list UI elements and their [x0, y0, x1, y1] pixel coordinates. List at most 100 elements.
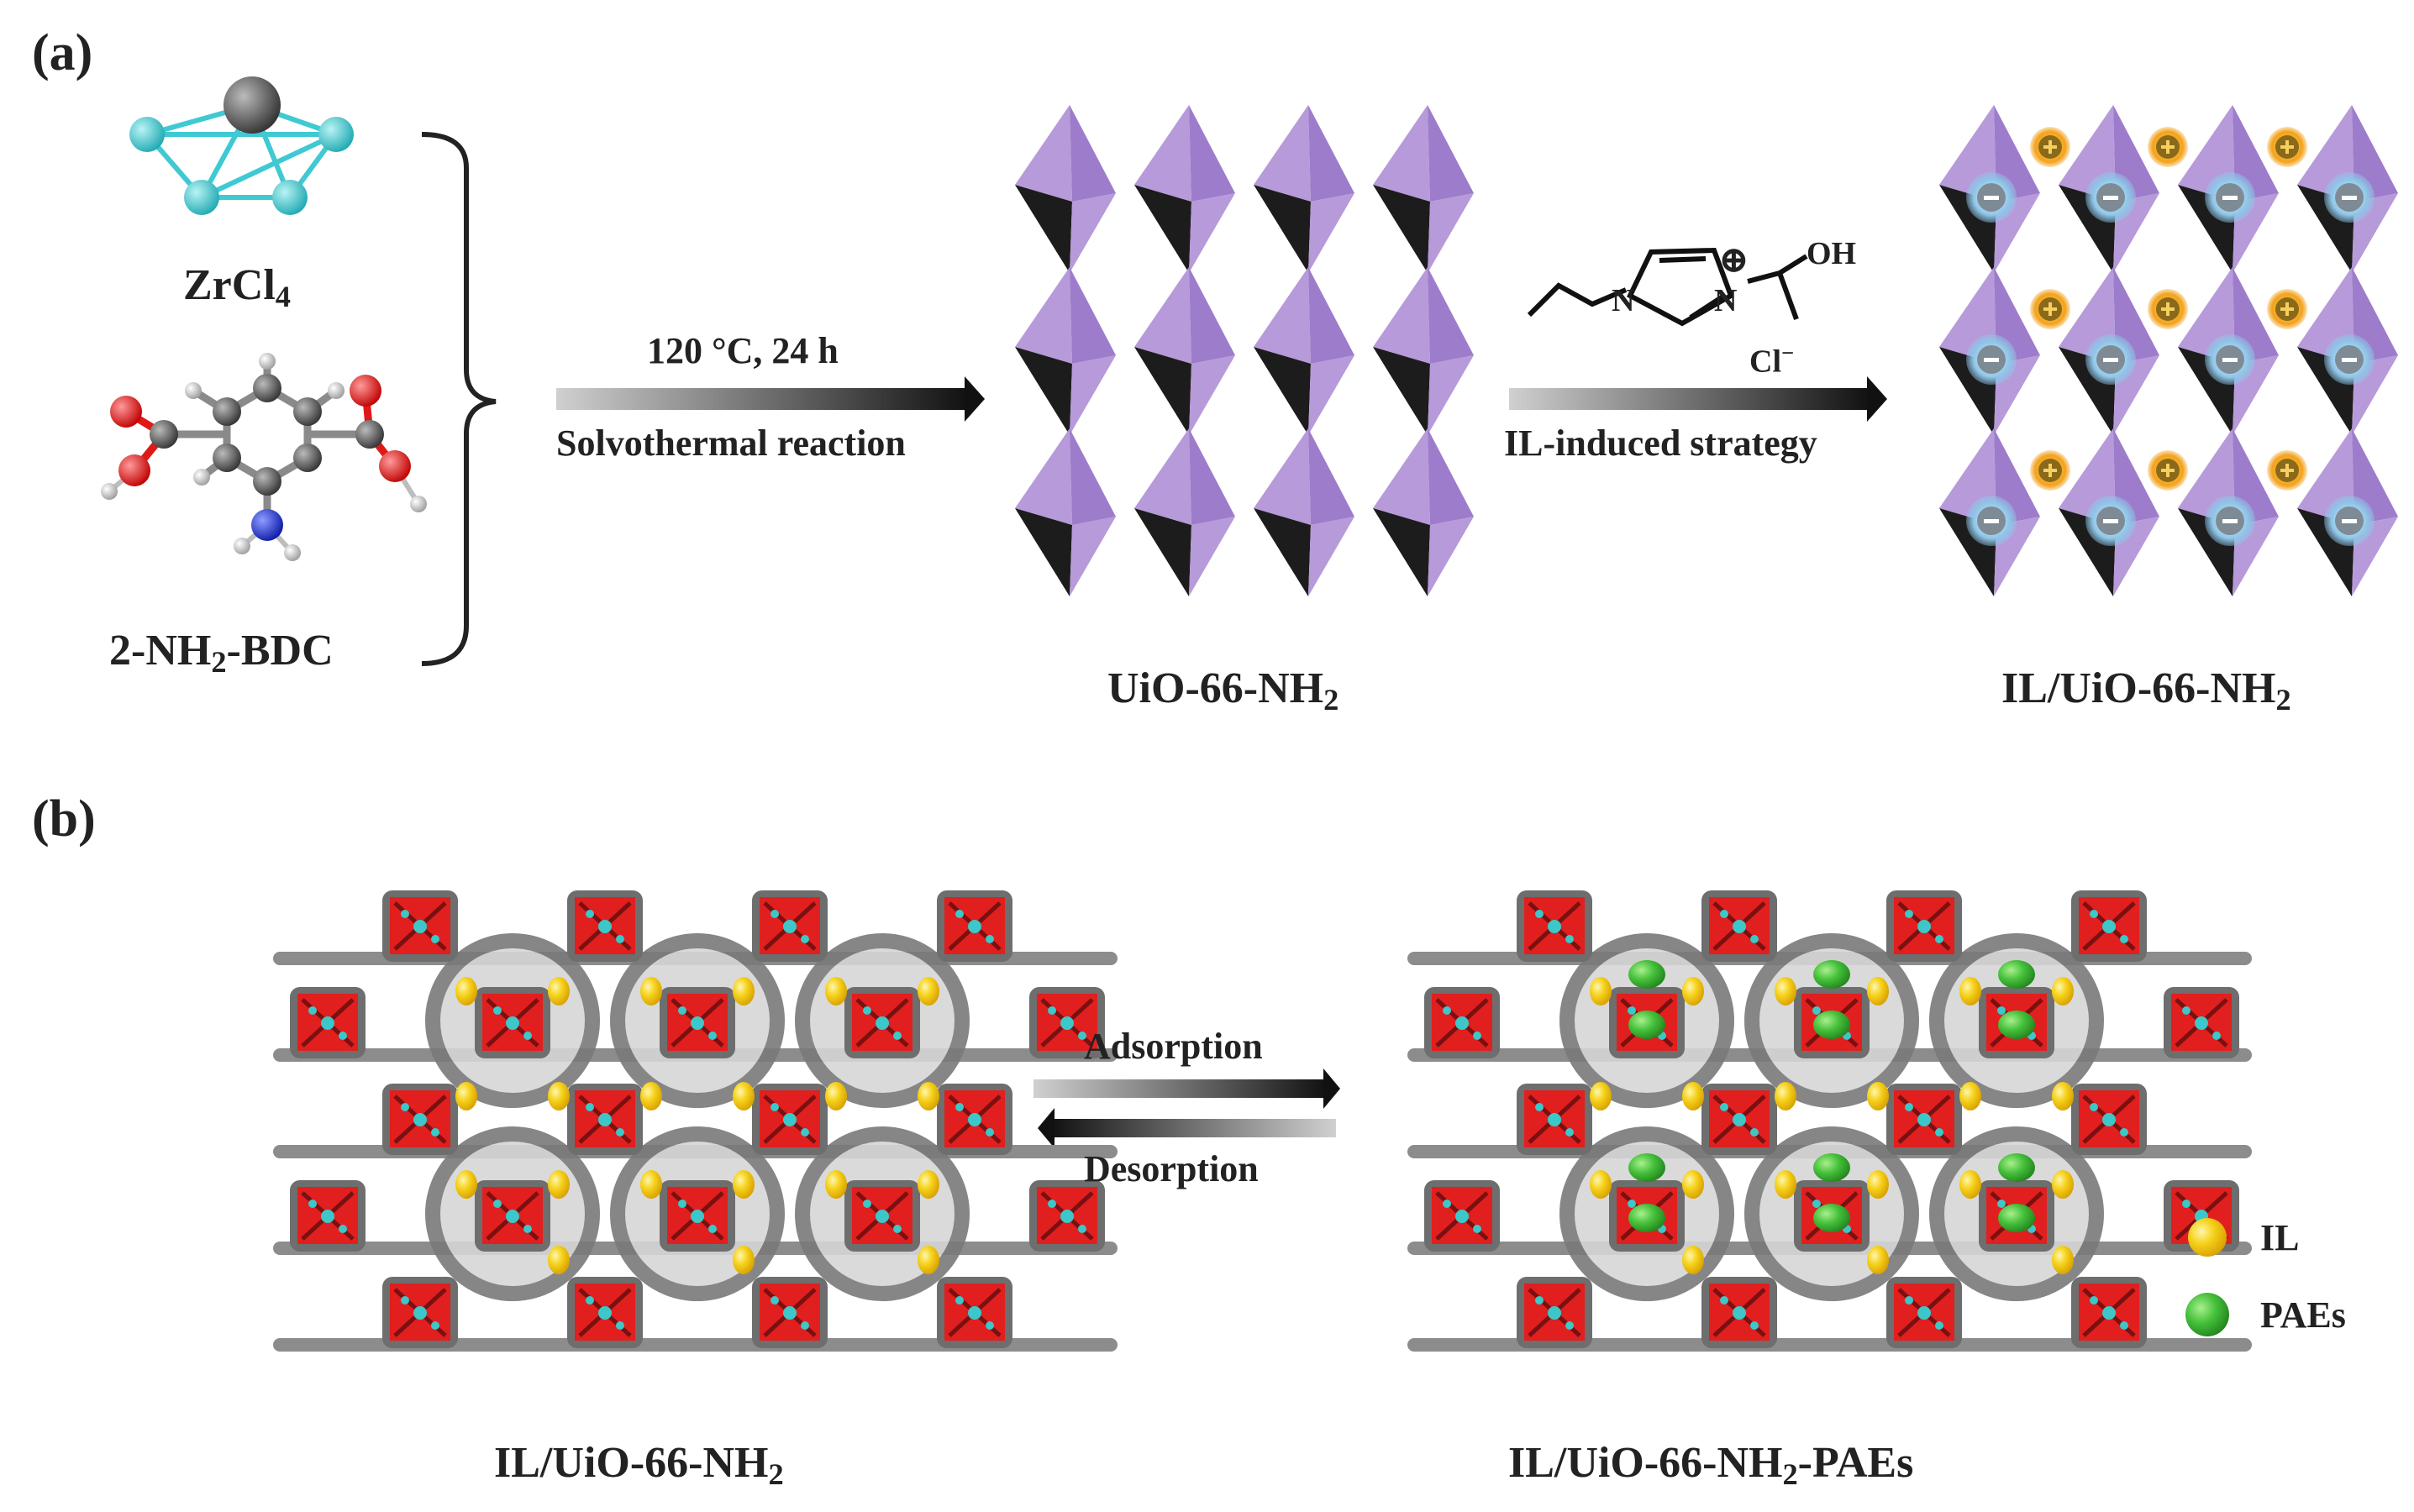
paes-molecule	[1998, 1153, 2035, 1182]
zr-cluster-node	[475, 1180, 550, 1252]
framework-left-label: IL/UiO-66-NH2	[494, 1439, 784, 1492]
anion-marker-icon	[2205, 172, 2255, 223]
il-molecule	[1959, 1170, 1981, 1199]
il-molecule	[548, 977, 570, 1005]
cation-marker-icon	[2148, 127, 2188, 167]
anion-marker-icon	[2324, 172, 2375, 223]
il-molecule	[1775, 1170, 1796, 1199]
octahedron-icon	[1373, 105, 1474, 273]
zr-cluster-node	[2071, 890, 2147, 962]
paes-molecule	[1628, 1011, 1665, 1039]
zr-cluster-node	[382, 1277, 458, 1348]
zr-cluster-node	[2071, 1084, 2147, 1155]
il-molecule	[733, 1082, 755, 1110]
zr-cluster-node	[660, 1180, 735, 1252]
il-molecule	[455, 977, 477, 1005]
desorption-arrow	[1038, 1108, 1336, 1148]
il-molecule	[918, 1246, 939, 1274]
zr-cluster-node	[2164, 987, 2239, 1058]
zr-cluster-node	[567, 1277, 643, 1348]
cation-marker-icon	[2030, 127, 2070, 167]
il-molecule	[548, 1170, 570, 1199]
il-n1-atom: N	[1612, 283, 1635, 318]
paes-molecule	[1998, 1011, 2035, 1039]
il-molecule	[1867, 1246, 1889, 1274]
il-molecule	[1959, 977, 1981, 1005]
il-induced-arrow	[1509, 376, 1887, 422]
il-molecule	[1590, 977, 1612, 1005]
solvothermal-condition: 120 °C, 24 h	[647, 330, 839, 371]
il-molecule	[1682, 977, 1704, 1005]
il-molecule	[825, 1082, 847, 1110]
paes-molecule	[1813, 1011, 1850, 1039]
cation-marker-icon	[2030, 289, 2070, 329]
zrcl4-label: ZrCl4	[183, 261, 291, 314]
zr-cluster-node	[1886, 1084, 1962, 1155]
octahedron-icon	[1134, 428, 1235, 596]
il-molecule	[1775, 977, 1796, 1005]
octahedron-icon	[1015, 428, 1116, 596]
anion-marker-icon	[2085, 172, 2136, 223]
cation-marker-icon	[2030, 450, 2070, 491]
zr-cluster-node	[1517, 1084, 1592, 1155]
nh2-bdc-molecule-icon	[101, 353, 427, 561]
zr-cluster-node	[290, 1180, 366, 1252]
zr-cluster-node	[1424, 987, 1500, 1058]
octahedron-icon	[1015, 267, 1116, 435]
paes-molecule	[1998, 960, 2035, 989]
zr-cluster-node	[567, 1084, 643, 1155]
il-molecule	[640, 1170, 662, 1199]
il-molecule	[825, 977, 847, 1005]
legend-paes-label: PAEs	[2260, 1294, 2346, 1336]
panel-label-b: (b)	[32, 790, 96, 848]
anion-marker-icon	[1966, 334, 2017, 385]
zr-cluster-node	[660, 987, 735, 1058]
ionic-liquid-structure	[1527, 247, 1808, 327]
il-molecule	[733, 1170, 755, 1199]
il-molecule	[455, 1082, 477, 1110]
il-molecule	[918, 977, 939, 1005]
il-molecule	[733, 977, 755, 1005]
il-molecule	[548, 1082, 570, 1110]
framework-right-label: IL/UiO-66-NH2-PAEs	[1508, 1439, 1914, 1492]
il-molecule	[1682, 1170, 1704, 1199]
zr-cluster-node	[382, 890, 458, 962]
il-molecule	[1867, 977, 1889, 1005]
anion-marker-icon	[1966, 172, 2017, 223]
zr-cluster-node	[475, 987, 550, 1058]
il-molecule	[2052, 977, 2074, 1005]
cation-marker-icon	[2148, 450, 2188, 491]
paes-molecule	[1628, 960, 1665, 989]
zr-cluster-node	[1979, 1180, 2054, 1252]
zr-cluster-node	[937, 1277, 1012, 1348]
zr-cluster-node	[1701, 1277, 1777, 1348]
zr-cluster-node	[1029, 987, 1105, 1058]
adsorption-label: Adsorption	[1084, 1026, 1263, 1067]
solvothermal-label: Solvothermal reaction	[556, 423, 906, 464]
paes-molecule	[1628, 1153, 1665, 1182]
zr-cluster-node	[1517, 890, 1592, 962]
zr-cluster-node	[2071, 1277, 2147, 1348]
il-molecule	[733, 1246, 755, 1274]
anion-marker-icon	[2085, 496, 2136, 546]
panel-label-a: (a)	[32, 24, 93, 81]
zr-cluster-node	[1886, 1277, 1962, 1348]
cation-marker-icon	[2267, 450, 2307, 491]
il-molecule	[1867, 1170, 1889, 1199]
il-molecule	[640, 1082, 662, 1110]
il-molecule	[1590, 1170, 1612, 1199]
paes-molecule	[1628, 1204, 1665, 1232]
zrcl4-molecule-icon	[129, 76, 354, 215]
legend-il-marker	[2188, 1218, 2227, 1257]
zr-cluster-node	[844, 987, 920, 1058]
nh2-bdc-label: 2-NH2-BDC	[109, 627, 334, 680]
il-molecule	[2052, 1246, 2074, 1274]
il-uio-66-nh2-octahedra-grid	[1939, 105, 2398, 596]
il-molecule	[548, 1246, 570, 1274]
framework-left	[273, 890, 1118, 1352]
il-molecule	[640, 977, 662, 1005]
zr-cluster-node	[1424, 1180, 1500, 1252]
il-chloride: Cl−	[1749, 340, 1795, 380]
octahedron-icon	[1373, 428, 1474, 596]
cation-marker-icon	[2267, 127, 2307, 167]
